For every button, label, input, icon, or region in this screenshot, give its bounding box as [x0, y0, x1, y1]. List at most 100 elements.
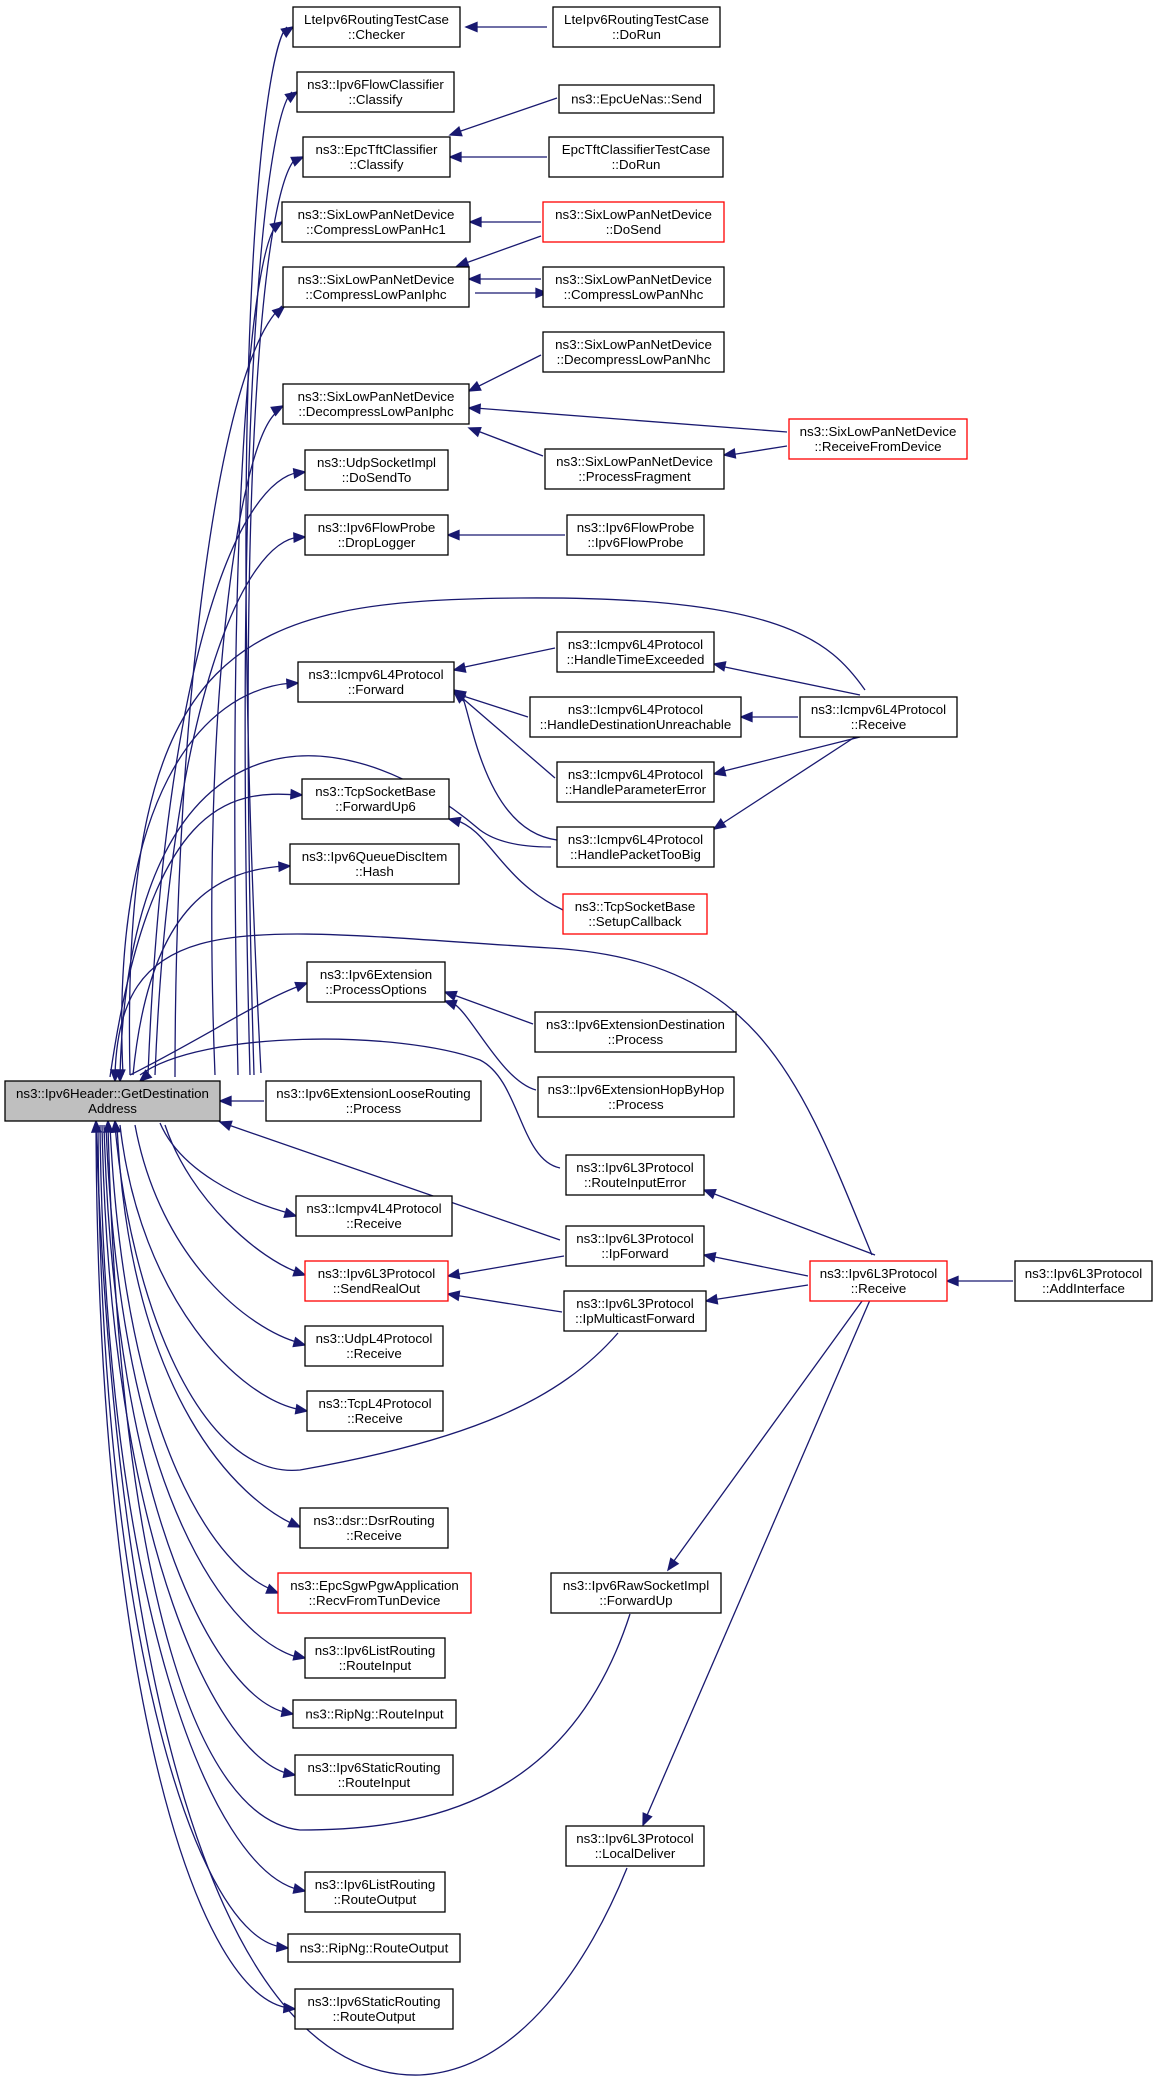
node-flow-classify[interactable]: ns3::Ipv6FlowClassifier::Classify [296, 71, 455, 113]
node-label-line: ns3::SixLowPanNetDevice [298, 272, 455, 287]
arrowhead-static-rin [282, 1767, 297, 1779]
node-icmp-dest[interactable]: ns3::Icmpv6L4Protocol::HandleDestination… [529, 696, 742, 738]
node-list-rout[interactable]: ns3::Ipv6ListRouting::RouteOutput [304, 1871, 446, 1913]
node-decomp-nhc[interactable]: ns3::SixLowPanNetDevice::DecompressLowPa… [542, 331, 725, 373]
node-box [4, 1080, 221, 1122]
node-label-line: ns3::Ipv6L3Protocol [576, 1831, 694, 1846]
node-box [1014, 1260, 1153, 1302]
node-label-line: ::Process [346, 1101, 402, 1116]
arrowhead-icmp-param-r [712, 765, 727, 777]
node-ext-procopt[interactable]: ns3::Ipv6Extension::ProcessOptions [306, 961, 446, 1003]
arrowhead-decomp-iphc [270, 405, 285, 417]
arrowhead-droplogger [293, 532, 307, 544]
arrowhead-ext-dest [443, 990, 458, 1002]
node-box [542, 331, 725, 373]
node-box [281, 201, 471, 243]
node-rip-rin[interactable]: ns3::RipNg::RouteInput [292, 1699, 457, 1729]
node-droplogger[interactable]: ns3::Ipv6FlowProbe::DropLogger [304, 514, 449, 556]
edge-l3-ipfwd-s [453, 1255, 565, 1276]
node-ext-dest[interactable]: ns3::Ipv6ExtensionDestination::Process [534, 1011, 737, 1053]
edge-l3-ipfwd [219, 1121, 561, 1241]
node-label-line: ::ReceiveFromDevice [814, 439, 941, 454]
node-box [565, 1825, 705, 1867]
node-proc-frag[interactable]: ns3::SixLowPanNetDevice::ProcessFragment [544, 448, 725, 490]
node-box [304, 514, 449, 556]
edge-tcp-recv [119, 1124, 303, 1411]
arrowhead-epcue-send [448, 126, 463, 137]
node-l3-ipfwd[interactable]: ns3::Ipv6L3Protocol::IpForward [565, 1225, 705, 1267]
node-qdisc-hash[interactable]: ns3::Ipv6QueueDiscItem::Hash [289, 843, 460, 885]
node-label-line: ::Process [608, 1097, 664, 1112]
edge-l3-routeerr [139, 1038, 561, 1169]
node-tcp-recv[interactable]: ns3::TcpL4Protocol::Receive [306, 1390, 444, 1432]
node-l3-sendreal[interactable]: ns3::Ipv6L3Protocol::SendRealOut [304, 1260, 449, 1302]
node-box [299, 1507, 449, 1549]
node-label-line: ::SetupCallback [588, 914, 681, 929]
edge-proc-frag [474, 429, 544, 457]
node-box [788, 418, 968, 460]
node-box [301, 778, 450, 820]
node-lte-checker[interactable]: LteIpv6RoutingTestCase::Checker [292, 6, 461, 48]
node-icmp-toobig[interactable]: ns3::Icmpv6L4Protocol::HandlePacketTooBi… [556, 826, 715, 868]
edge-l3-mcast-l [114, 1124, 619, 1471]
node-lte-dorun[interactable]: LteIpv6RoutingTestCase::DoRun [552, 6, 721, 48]
node-label-line: ns3::Ipv6RawSocketImpl [563, 1578, 709, 1593]
arrowhead-l3-mcast-l [110, 1119, 122, 1134]
node-nhc[interactable]: ns3::SixLowPanNetDevice::CompressLowPanN… [542, 266, 725, 308]
node-dsr-recv[interactable]: ns3::dsr::DsrRouting::Receive [299, 1507, 449, 1549]
node-tcp-setup[interactable]: ns3::TcpSocketBase::SetupCallback [562, 893, 708, 935]
node-rip-rout[interactable]: ns3::RipNg::RouteOutput [287, 1933, 461, 1963]
node-dosend[interactable]: ns3::SixLowPanNetDevice::DoSend [542, 201, 725, 243]
arrowhead-iphc [271, 305, 286, 319]
edge-raw-fwdup-l [107, 1124, 631, 1831]
node-epcue-send[interactable]: ns3::EpcUeNas::Send [558, 84, 715, 114]
node-icmp-time[interactable]: ns3::Icmpv6L4Protocol::HandleTimeExceede… [556, 631, 715, 673]
node-label-line: ns3::Icmpv6L4Protocol [568, 637, 703, 652]
node-l3-addif[interactable]: ns3::Ipv6L3Protocol::AddInterface [1014, 1260, 1153, 1302]
edge-l3-ipfwd-r [709, 1255, 809, 1277]
node-iphc[interactable]: ns3::SixLowPanNetDevice::CompressLowPanI… [282, 266, 470, 308]
node-raw-fwdup[interactable]: ns3::Ipv6RawSocketImpl::ForwardUp [550, 1572, 722, 1614]
node-epctest-dorun[interactable]: EpcTftClassifierTestCase::DoRun [548, 136, 724, 178]
node-icmpv4-recv[interactable]: ns3::Icmpv4L4Protocol::Receive [295, 1195, 453, 1237]
node-l3-routeerr[interactable]: ns3::Ipv6L3Protocol::RouteInputError [565, 1154, 705, 1196]
arrowhead-list-rout [292, 1883, 307, 1894]
node-epc-classify[interactable]: ns3::EpcTftClassifier::Classify [302, 136, 451, 178]
node-flowprobe[interactable]: ns3::Ipv6FlowProbe::Ipv6FlowProbe [566, 514, 705, 556]
node-label-line: EpcTftClassifierTestCase [562, 142, 711, 157]
node-label-line: ns3::Icmpv6L4Protocol [308, 667, 443, 682]
arrowhead-icmp-forward [285, 678, 300, 690]
node-icmp-forward[interactable]: ns3::Icmpv6L4Protocol::Forward [297, 661, 455, 703]
node-box [558, 84, 715, 114]
node-list-rin[interactable]: ns3::Ipv6ListRouting::RouteInput [304, 1637, 446, 1679]
node-static-rout[interactable]: ns3::Ipv6StaticRouting::RouteOutput [294, 1988, 454, 2030]
node-l3-local[interactable]: ns3::Ipv6L3Protocol::LocalDeliver [565, 1825, 705, 1867]
edge-icmpv4-recv [159, 1122, 293, 1215]
edge-l3-receive-long [114, 933, 873, 1256]
node-decomp-iphc[interactable]: ns3::SixLowPanNetDevice::DecompressLowPa… [282, 383, 470, 425]
node-epcsgw[interactable]: ns3::EpcSgwPgwApplication::RecvFromTunDe… [277, 1572, 472, 1614]
node-icmp-receive[interactable]: ns3::Icmpv6L4Protocol::Receive [799, 696, 958, 738]
node-label-line: ::Classify [349, 92, 403, 107]
node-ext-hop[interactable]: ns3::Ipv6ExtensionHopByHop::Process [537, 1076, 735, 1118]
arrowhead-tcp-recv [294, 1403, 309, 1415]
node-box [565, 1154, 705, 1196]
node-udp-recv[interactable]: ns3::UdpL4Protocol::Receive [304, 1325, 444, 1367]
edge-qdisc-hash [132, 865, 286, 1076]
node-tcp-fwdup6[interactable]: ns3::TcpSocketBase::ForwardUp6 [301, 778, 450, 820]
node-label-line: ::Receive [346, 1346, 401, 1361]
node-icmp-param[interactable]: ns3::Icmpv6L4Protocol::HandleParameterEr… [556, 761, 715, 803]
node-l3-receive[interactable]: ns3::Ipv6L3Protocol::Receive [809, 1260, 948, 1302]
node-static-rin[interactable]: ns3::Ipv6StaticRouting::RouteInput [294, 1754, 454, 1796]
node-l3-mcast[interactable]: ns3::Ipv6L3Protocol::IpMulticastForward [563, 1290, 707, 1332]
node-label-line: ns3::UdpSocketImpl [317, 455, 436, 470]
arrowhead-qdisc-hash [278, 861, 292, 873]
node-recv-from-device[interactable]: ns3::SixLowPanNetDevice::ReceiveFromDevi… [788, 418, 968, 460]
node-ext-loose[interactable]: ns3::Ipv6ExtensionLooseRouting::Process [265, 1080, 482, 1122]
edge-icmp-forward [121, 682, 293, 1076]
node-hc1[interactable]: ns3::SixLowPanNetDevice::CompressLowPanH… [281, 201, 471, 243]
node-box [282, 266, 470, 308]
node-udp-dosendto[interactable]: ns3::UdpSocketImpl::DoSendTo [304, 449, 449, 491]
